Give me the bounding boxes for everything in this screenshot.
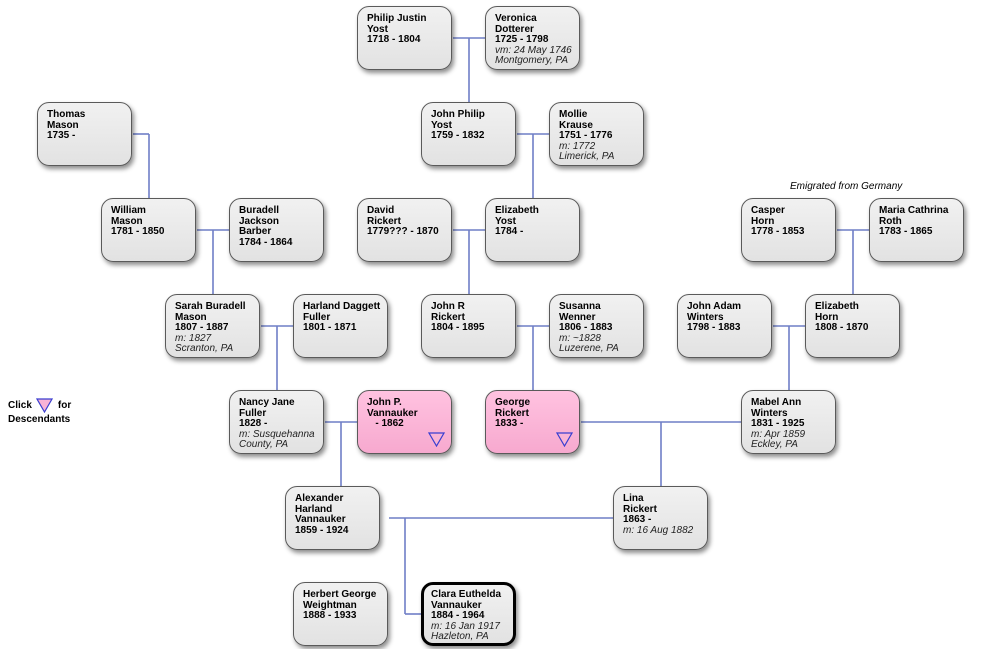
person-dates: 1831 - 1925	[751, 418, 805, 429]
person-dates: 1806 - 1883	[559, 322, 613, 333]
person-dates: 1804 - 1895	[431, 322, 485, 333]
person-name: Lina Rickert	[623, 493, 657, 515]
person-dates: 1759 - 1832	[431, 130, 485, 141]
person-name: John Adam Winters	[687, 301, 742, 323]
person-dates: 1784 - 1864	[239, 236, 293, 248]
person-dates: 1833 -	[495, 418, 524, 429]
person-dates: 1798 - 1883	[687, 322, 741, 333]
person-name: Buradell Jackson Barber	[239, 205, 280, 237]
person-dates: 1888 - 1933	[303, 610, 357, 621]
person-dates: 1859 - 1924	[295, 524, 349, 536]
person-name: Mabel Ann Winters	[751, 397, 802, 419]
person-name: Elizabeth Horn	[815, 301, 859, 323]
person-dates: 1718 - 1804	[367, 34, 421, 45]
person-dates: 1884 - 1964	[431, 610, 485, 621]
person-marriage: m: 16 Jan 1917 Hazleton, PA	[431, 620, 500, 642]
person-name: Elizabeth Yost	[495, 205, 539, 227]
person-dates: 1828 -	[239, 418, 268, 429]
person-marriage: m: ~1828 Luzerene, PA	[559, 332, 619, 354]
person-dates: 1725 - 1798	[495, 34, 549, 45]
person-marriage: m: 1827 Scranton, PA	[175, 332, 234, 354]
person-name: Harland Daggett Fuller	[303, 301, 381, 323]
person-marriage: m: Apr 1859 Eckley, PA	[751, 428, 806, 450]
person-name: William Mason	[111, 205, 146, 227]
down-triangle-icon	[35, 398, 53, 413]
person-marriage: m: Susquehanna County, PA	[239, 428, 315, 450]
emigrated-note: Emigrated from Germany	[790, 181, 903, 192]
person-box-john-p[interactable]: John P. Vannauker - 1862	[357, 390, 452, 454]
person-name: Mollie Krause	[559, 109, 593, 131]
person-marriage: m: 16 Aug 1882	[623, 524, 694, 536]
descendants-triangle-icon[interactable]	[556, 432, 573, 447]
person-dates: 1735 -	[47, 130, 76, 141]
person-name: John Philip Yost	[431, 109, 485, 131]
person-name: Veronica Dotterer	[495, 13, 537, 35]
person-marriage: vm: 24 May 1746 Montgomery, PA	[495, 44, 572, 66]
legend-for-text: for	[57, 400, 72, 411]
person-name: Casper Horn	[751, 205, 785, 227]
person-dates: - 1862	[367, 418, 404, 429]
person-name: David Rickert	[367, 205, 401, 227]
person-dates: 1808 - 1870	[815, 322, 869, 333]
person-dates: 1778 - 1853	[751, 226, 805, 237]
person-dates: 1783 - 1865	[879, 226, 933, 237]
person-dates: 1781 - 1850	[111, 226, 165, 237]
person-dates: 1751 - 1776	[559, 130, 613, 141]
person-name: Herbert George Weightman	[303, 589, 377, 611]
legend-descendants-text: Descendants	[8, 414, 71, 425]
person-name: Nancy Jane Fuller	[239, 397, 295, 419]
descendants-triangle-icon[interactable]	[428, 432, 445, 447]
person-name: Clara Euthelda Vannauker	[431, 589, 502, 611]
person-name: John P. Vannauker	[367, 397, 418, 419]
legend-click-text: Click	[8, 400, 32, 411]
person-dates: 1784 -	[495, 226, 524, 237]
person-name: Maria Cathrina Roth	[879, 205, 949, 227]
person-name: Susanna Wenner	[559, 301, 601, 323]
person-dates: 1779??? - 1870	[367, 226, 439, 237]
person-marriage: m: 1772 Limerick, PA	[559, 140, 615, 162]
person-name: Alexander Harland Vannauker	[295, 493, 346, 525]
person-name: George Rickert	[495, 397, 531, 419]
person-dates: 1801 - 1871	[303, 322, 357, 333]
person-dates: 1863 -	[623, 514, 652, 525]
person-name: Philip Justin Yost	[367, 13, 427, 35]
person-name: Thomas Mason	[47, 109, 86, 131]
person-dates: 1807 - 1887	[175, 322, 229, 333]
person-name: John R Rickert	[431, 301, 465, 323]
legend: Click for Descendants	[8, 398, 88, 426]
person-name: Sarah Buradell Mason	[175, 301, 246, 323]
